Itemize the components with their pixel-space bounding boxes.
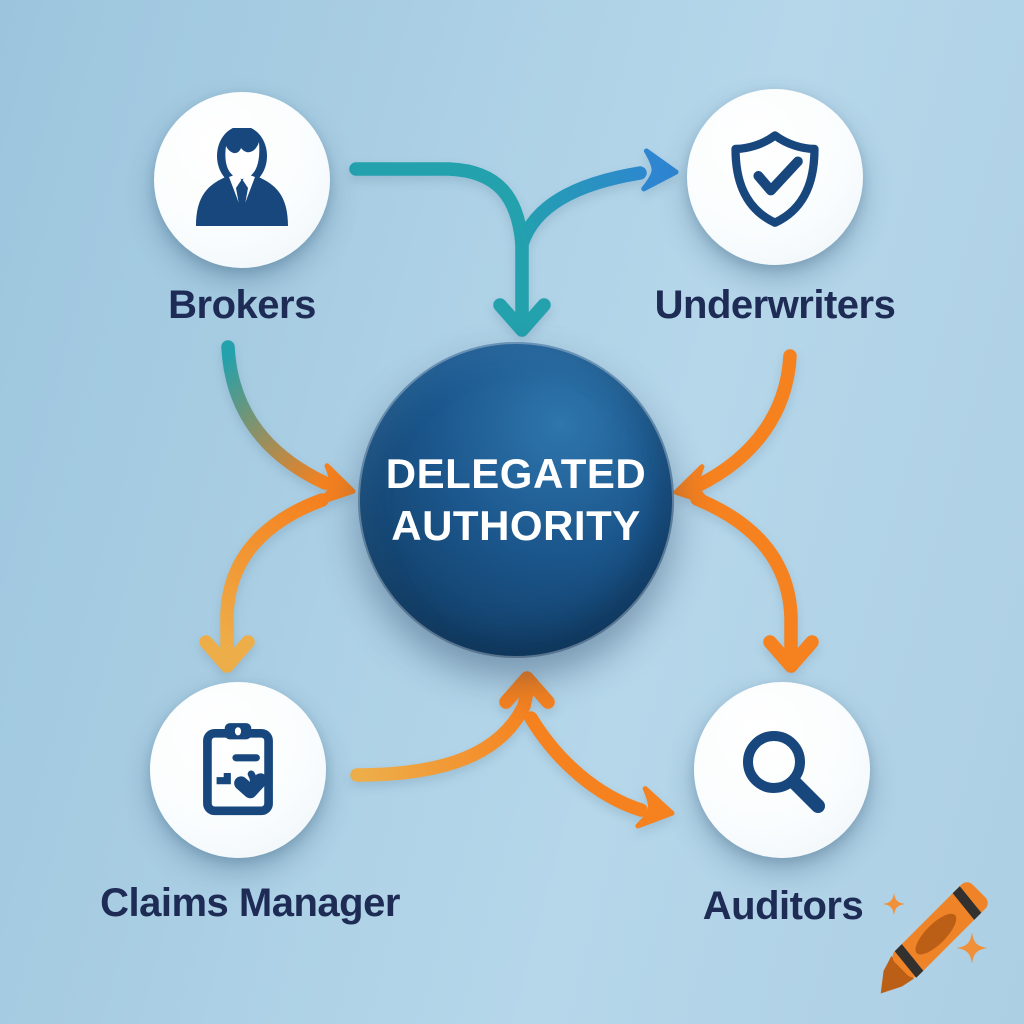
arrow-brokers-to-center-left <box>221 340 356 506</box>
underwriters-label: Underwriters <box>654 283 896 327</box>
center-node-delegated-authority: DELEGATED AUTHORITY <box>358 342 674 658</box>
auditors-label: Auditors <box>702 884 864 928</box>
sparkle-icon <box>882 892 906 916</box>
center-title-line1: DELEGATED <box>385 449 647 497</box>
crayon-icon <box>880 882 988 994</box>
sparkle-icon <box>956 932 988 964</box>
arrow-claims-to-center <box>350 671 555 782</box>
node-brokers <box>154 92 330 268</box>
claims-manager-label: Claims Manager <box>100 881 400 925</box>
shield-check-icon <box>731 131 819 227</box>
center-title-line2: AUTHORITY <box>391 502 641 549</box>
clipboard-checklist-icon <box>203 723 273 816</box>
node-claims-manager <box>150 682 326 858</box>
person-icon <box>196 128 288 226</box>
node-underwriters <box>687 89 863 265</box>
brokers-label: Brokers <box>168 283 316 327</box>
center-title: DELEGATED AUTHORITY <box>386 448 646 552</box>
arrow-underwriters-to-auditors <box>690 492 819 673</box>
node-auditors <box>694 682 870 858</box>
crayon-watermark <box>880 882 988 994</box>
arrow-underwriters-to-center <box>673 349 797 507</box>
magnifying-glass-icon <box>743 731 825 813</box>
arrow-brokers-to-underwriters <box>515 148 679 251</box>
arrow-claims-to-auditors <box>524 711 675 829</box>
arrow-to-claims-manager <box>199 493 329 673</box>
